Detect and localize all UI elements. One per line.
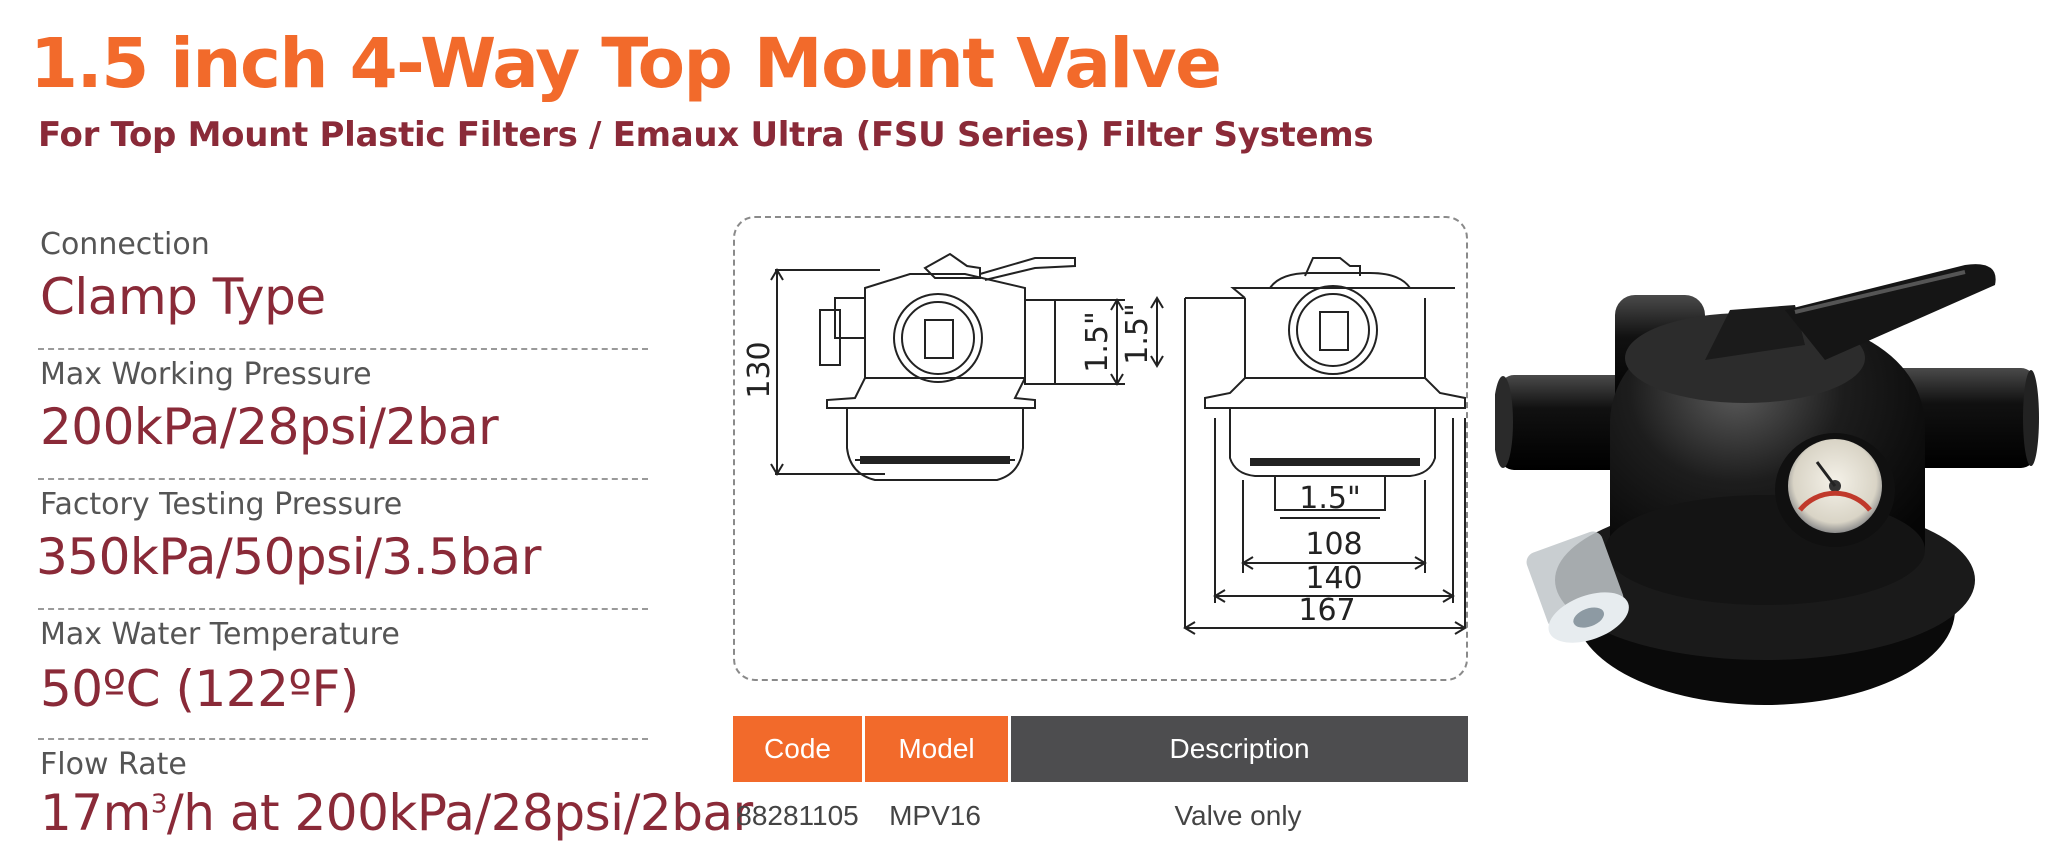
spec-label: Max Working Pressure bbox=[40, 357, 372, 392]
dimension-drawing: 130 1.5" 1.5" 1.5" 108 140 167 bbox=[733, 216, 1468, 681]
spec-value: 17m3/h at 200kPa/28psi/2bar bbox=[40, 788, 753, 838]
spec-value: 50ºC (122ºF) bbox=[40, 660, 359, 718]
header-model: Model bbox=[862, 716, 1008, 782]
cell-description: Valve only bbox=[1174, 800, 1302, 831]
valve-photo bbox=[1493, 250, 2040, 775]
spec-value: 350kPa/50psi/3.5bar bbox=[36, 528, 541, 586]
product-table: Code Model Description 88281105 MPV16 Va… bbox=[733, 716, 1468, 850]
flow-rate-superscript: 3 bbox=[150, 789, 168, 820]
spec-max-water-temperature: Max Water Temperature 50ºC (122ºF) bbox=[38, 610, 648, 740]
flow-rate-rest: /h at 200kPa/28psi/2bar bbox=[166, 784, 753, 842]
dim-port-left: 1.5" bbox=[1080, 311, 1115, 373]
table-header: Code Model Description bbox=[733, 716, 1468, 782]
spec-flow-rate: Flow Rate 17m3/h at 200kPa/28psi/2bar bbox=[38, 740, 753, 868]
dim-width-167: 167 bbox=[1298, 593, 1355, 628]
spec-factory-testing-pressure: Factory Testing Pressure 350kPa/50psi/3.… bbox=[36, 480, 648, 610]
header-description: Description bbox=[1008, 716, 1468, 782]
spec-value: 200kPa/28psi/2bar bbox=[40, 398, 499, 456]
dim-port-right: 1.5" bbox=[1120, 303, 1155, 365]
cell-code: 88281105 bbox=[736, 800, 859, 831]
spec-connection: Connection Clamp Type bbox=[38, 220, 648, 350]
dim-height-130: 130 bbox=[742, 341, 777, 398]
spec-label: Flow Rate bbox=[40, 747, 187, 782]
valve-photo-svg bbox=[1493, 264, 2039, 705]
spec-label: Factory Testing Pressure bbox=[40, 487, 403, 522]
page-subtitle: For Top Mount Plastic Filters / Emaux Ul… bbox=[38, 115, 1374, 155]
header-code: Code bbox=[733, 716, 862, 782]
page-title: 1.5 inch 4-Way Top Mount Valve bbox=[30, 24, 1222, 104]
table-row: 88281105 MPV16 Valve only bbox=[733, 782, 1468, 850]
spec-list: Connection Clamp Type Max Working Pressu… bbox=[36, 220, 753, 868]
spec-label: Max Water Temperature bbox=[40, 617, 400, 652]
dim-port-bottom: 1.5" bbox=[1299, 481, 1361, 516]
cell-model: MPV16 bbox=[889, 800, 981, 831]
dim-width-108: 108 bbox=[1305, 527, 1362, 562]
flow-rate-number: 17m bbox=[40, 784, 151, 842]
dimension-drawing-svg: 130 1.5" 1.5" 1.5" 108 140 167 bbox=[742, 252, 1467, 635]
spec-max-working-pressure: Max Working Pressure 200kPa/28psi/2bar bbox=[38, 350, 648, 480]
spec-value: Clamp Type bbox=[40, 268, 326, 326]
spec-label: Connection bbox=[40, 227, 210, 262]
dim-width-140: 140 bbox=[1305, 561, 1362, 596]
